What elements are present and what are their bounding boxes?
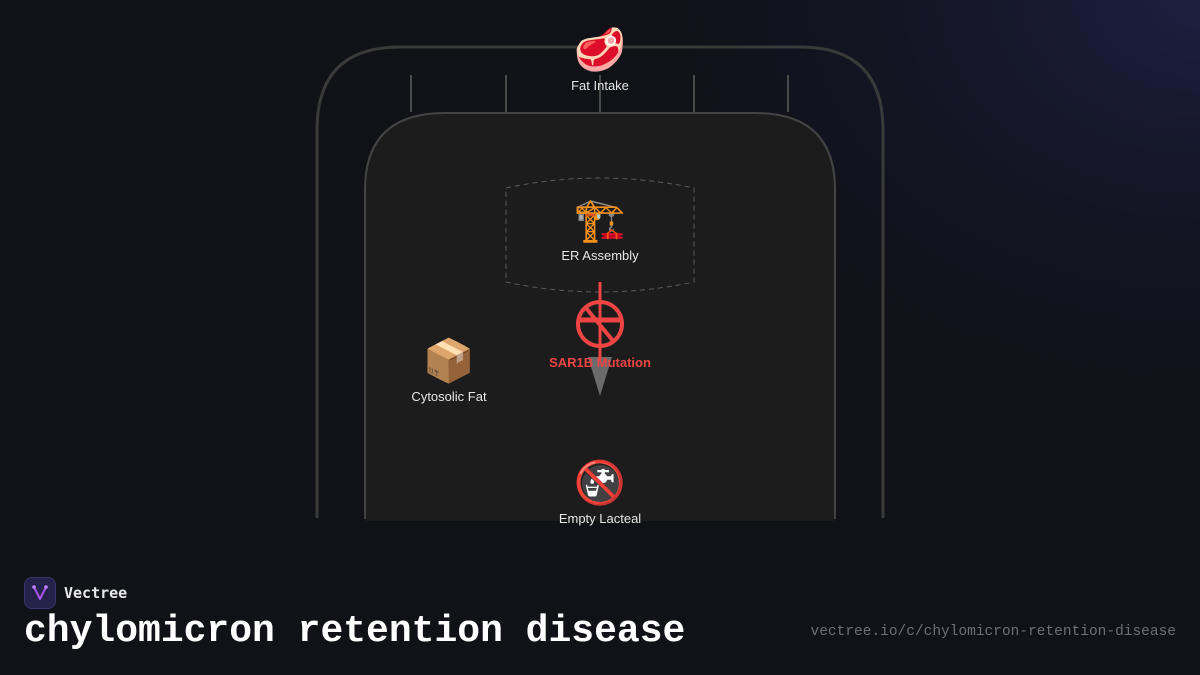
- vectree-logo-icon[interactable]: [24, 577, 56, 609]
- flow-arrow-head: [588, 357, 612, 396]
- node-cytosolic-fat[interactable]: 📦 Cytosolic Fat: [411, 336, 487, 405]
- er-dashed-region: [505, 177, 695, 293]
- diagram-canvas: [315, 45, 885, 521]
- meat-icon: 🥩: [573, 25, 627, 74]
- construction-crane-icon: 🏗️: [573, 195, 627, 244]
- brand-name[interactable]: Vectree: [64, 584, 128, 602]
- page-url[interactable]: vectree.io/c/chylomicron-retention-disea…: [810, 624, 1176, 640]
- node-er-assembly[interactable]: 🏗️ ER Assembly: [561, 195, 639, 264]
- brand-bar: Vectree: [24, 577, 127, 609]
- package-box-icon: 📦: [422, 336, 476, 385]
- node-empty-lacteal[interactable]: 🚱 Empty Lacteal: [558, 458, 642, 527]
- node-label: Cytosolic Fat: [411, 389, 487, 404]
- node-label: Fat Intake: [571, 78, 629, 93]
- pathway-diagram: 🥩 Fat Intake 🏗️ ER Assembly SAR1B Mutati…: [315, 25, 885, 527]
- node-fat-intake[interactable]: 🥩 Fat Intake: [571, 25, 629, 94]
- non-potable-water-icon: 🚱: [573, 458, 627, 507]
- microvilli-lines: [410, 75, 789, 113]
- node-sar1b-mutation[interactable]: SAR1B Mutation: [549, 351, 651, 370]
- node-label: ER Assembly: [561, 248, 639, 263]
- prohibited-icon: [576, 300, 624, 348]
- page-title: chylomicron retention disease: [24, 610, 686, 653]
- node-label: Empty Lacteal: [558, 511, 642, 526]
- tree-fork-icon: [32, 585, 48, 600]
- outer-villus-outline: [315, 45, 885, 518]
- node-label: SAR1B Mutation: [549, 355, 651, 370]
